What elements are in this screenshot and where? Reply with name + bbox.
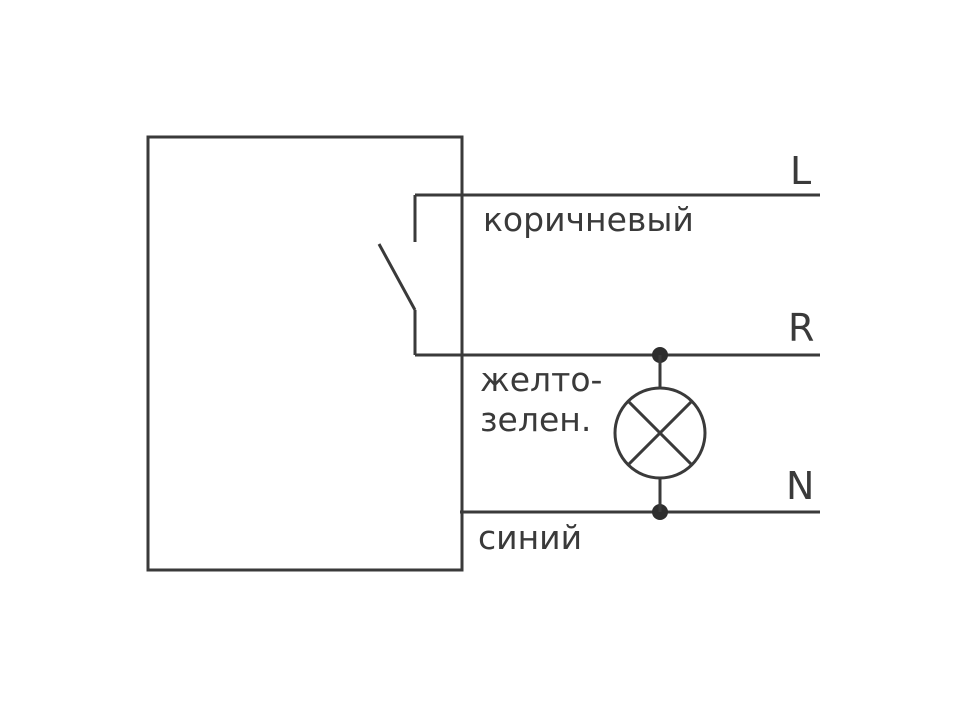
lamp-icon [613, 386, 707, 480]
label-yellow-green-line2: зелен. [480, 400, 591, 439]
terminal-label-N: N [786, 464, 814, 508]
terminal-label-R: R [788, 306, 814, 350]
label-brown-wire: коричневый [483, 200, 694, 239]
label-yellow-green-line1: желто- [480, 360, 602, 399]
lamp-cross-line-2 [627, 400, 693, 466]
switch-blade [377, 243, 417, 311]
label-blue-wire: синий [478, 518, 582, 557]
terminal-label-L: L [790, 149, 811, 193]
